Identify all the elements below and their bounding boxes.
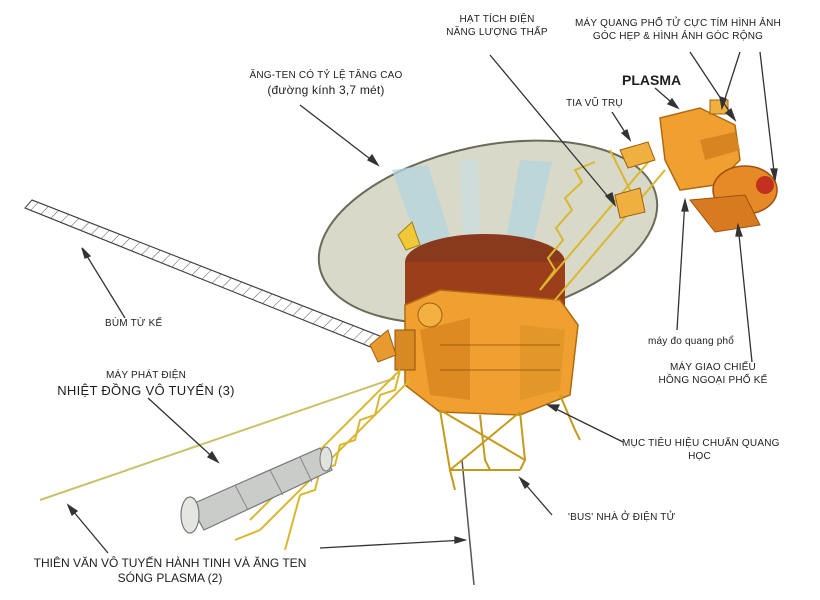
- spacecraft-body: [394, 289, 579, 416]
- rtg-canisters: [180, 446, 333, 534]
- label-line: HỒNG NGOẠI PHỔ KẾ: [658, 374, 768, 386]
- label-low-energy-charged-particle: HẠT TÍCH ĐIỆN NĂNG LƯỢNG THẤP: [432, 14, 562, 39]
- label-magnetometer-boom: BÙM TỪ KẾ: [105, 318, 163, 329]
- cosmic-ray-instrument: [619, 141, 656, 169]
- label-line: THIÊN VĂN VÔ TUYẾN HÀNH TINH VÀ ĂNG TEN: [33, 556, 307, 570]
- label-line: NHIỆT ĐỒNG VÔ TUYẾN (3): [57, 382, 235, 398]
- label-line: MÁY PHÁT ĐIỆN: [105, 370, 187, 381]
- label-line: ĂNG-TEN CÓ TỶ LỆ TĂNG CAO: [249, 70, 403, 81]
- label-uv-imaging: MÁY QUANG PHỔ TỬ CỰC TÍM HÌNH ẢNH GÓC HẸ…: [568, 18, 788, 43]
- label-electronics-bus: 'BUS' NHÀ Ở ĐIỆN TỬ: [568, 512, 676, 523]
- label-planetary-radio-astronomy: THIÊN VĂN VÔ TUYẾN HÀNH TINH VÀ ĂNG TEN …: [20, 556, 320, 586]
- label-line: NĂNG LƯỢNG THẤP: [446, 26, 548, 38]
- label-line: GÓC HẸP & HÌNH ẢNH GÓC RỘNG: [592, 30, 764, 42]
- label-line: MÁY QUANG PHỔ TỬ CỰC TÍM HÌNH ẢNH: [575, 18, 781, 29]
- orange-bracket: [369, 329, 397, 363]
- label-line: HỌC: [688, 450, 711, 462]
- label-rtg: MÁY PHÁT ĐIỆN NHIỆT ĐỒNG VÔ TUYẾN (3): [56, 370, 236, 399]
- label-line: MÁY GIAO CHIẾU: [670, 362, 756, 373]
- scan-platform: [614, 99, 778, 233]
- pra-antenna-rod: [39, 377, 396, 501]
- magnetometer-boom: [24, 199, 386, 351]
- small-instrument: [397, 221, 421, 251]
- label-cosmic-ray: TIA VŨ TRỤ: [566, 98, 623, 109]
- label-line: HẠT TÍCH ĐIỆN: [459, 14, 535, 25]
- leader-lines: [66, 51, 778, 554]
- label-high-gain-antenna: ĂNG-TEN CÓ TỶ LỆ TĂNG CAO (đường kính 3,…: [236, 70, 416, 98]
- body-truss: [439, 394, 581, 491]
- science-boom: [539, 149, 666, 301]
- label-plasma: PLASMA: [622, 72, 682, 88]
- label-photopolarimeter: máy đo quang phổ: [648, 336, 735, 347]
- label-infrared-spectrometer: MÁY GIAO CHIẾU HỒNG NGOẠI PHỔ KẾ: [658, 362, 768, 387]
- label-line: SÓNG PLASMA (2): [117, 571, 223, 585]
- label-optical-calibration-target: MỤC TIÊU HIỆU CHUẨN QUANG HỌC: [622, 438, 780, 463]
- antenna-rod-down: [461, 459, 475, 586]
- label-line: (đường kính 3,7 mét): [267, 82, 385, 97]
- label-line: MỤC TIÊU HIỆU CHUẨN QUANG: [622, 438, 780, 449]
